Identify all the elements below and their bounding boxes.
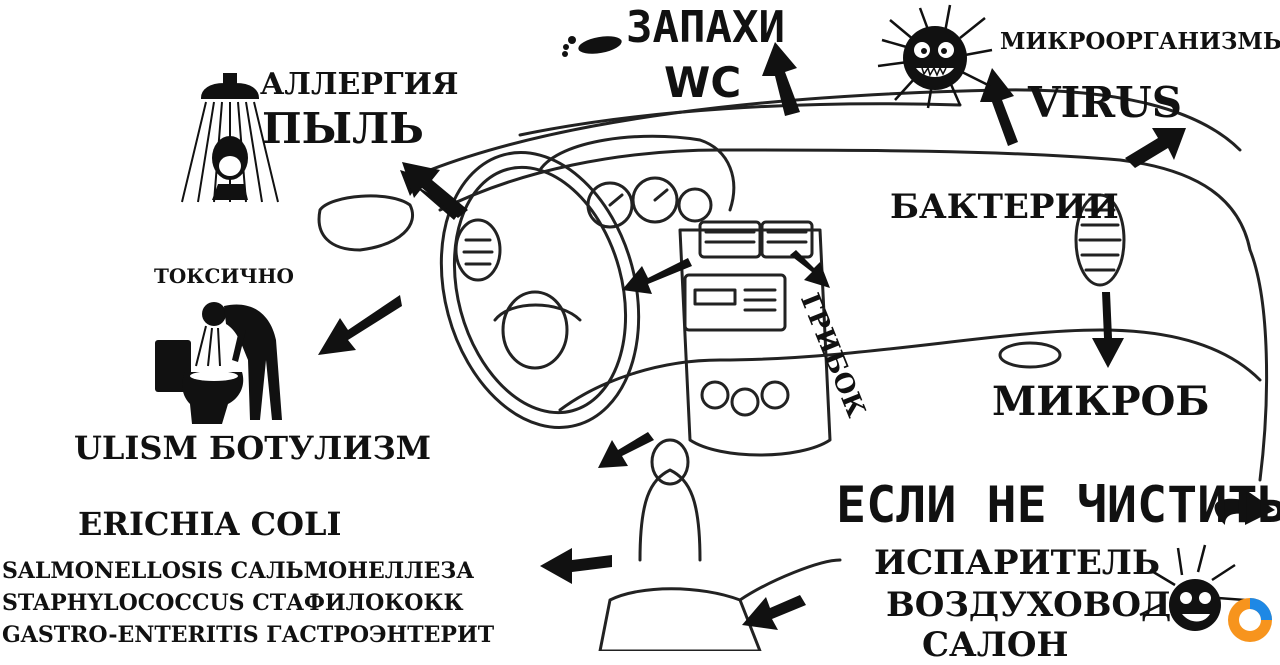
germ-small-icon: [1139, 544, 1246, 631]
wc-label: WC: [664, 58, 742, 107]
microorganisms-label: МИКРООРГАНИЗМЫ: [1000, 28, 1280, 55]
microbe-label: МИКРОБ: [992, 378, 1210, 425]
car-dashboard-illustration: [317, 88, 1269, 651]
dust-label: ПЫЛЬ: [262, 104, 424, 153]
cabin-label: САЛОН: [922, 625, 1069, 665]
toxic-label: ТОКСИЧНО: [154, 264, 294, 288]
staphylococcus-label: STAPHYLOCOCCUS СТАФИЛОКОКК: [2, 590, 464, 616]
virus-label: VIRUS: [1028, 78, 1183, 127]
botulism-label: ULISM БОТУЛИЗМ: [74, 429, 432, 467]
smells-label: ЗАПАХИ: [626, 2, 785, 53]
vomiting-person-icon: [195, 302, 282, 420]
ecoli-label: ERICHIA COLI: [78, 505, 342, 543]
avito-logo-icon: [1228, 598, 1272, 642]
air-duct-label: ВОЗДУХОВОД: [886, 585, 1172, 625]
arrows: [318, 42, 1275, 630]
evaporator-label: ИСПАРИТЕЛЬ: [874, 543, 1161, 583]
germ-monster-icon: [877, 4, 993, 109]
if-not-clean-label: ЕСЛИ НЕ ЧИСТИТЬ: [836, 476, 1280, 534]
bacteria-label: БАКТЕРИИ: [890, 187, 1119, 227]
person-in-shower-icon: [212, 136, 248, 200]
salmonellosis-label: SALMONELLOSIS САЛЬМОНЕЛЛЕЗА: [2, 558, 475, 584]
footprint-icon: [562, 36, 622, 57]
gastro-label: GASTRO-ENTERITIS ГАСТРОЭНТЕРИТ: [2, 622, 495, 648]
toilet-icon: [155, 340, 244, 424]
car-interior-illustration: [155, 4, 1275, 651]
allergy-label: АЛЛЕРГИЯ: [260, 67, 459, 102]
